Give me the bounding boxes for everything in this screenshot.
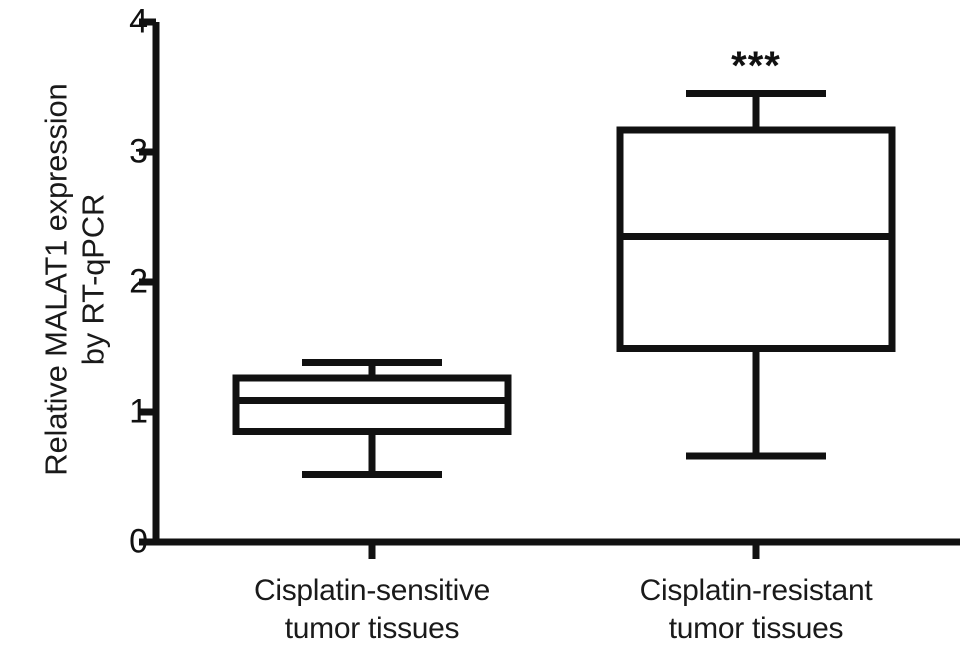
significance-marker-resistant: *** [731,43,781,88]
x-axis-label-sensitive-line-1: Cisplatin-sensitive [253,574,491,607]
box-0 [232,374,512,436]
y-tick-label-1: 1 [129,392,148,431]
x-axis-label-sensitive-line-2: tumor tissues [284,611,460,645]
y-tick-label-2: 2 [129,262,148,301]
x-axis-label-cisplatin-sensitive: Cisplatin-sensitive tumor tissues [172,572,572,647]
y-tick-label-3: 3 [129,132,148,171]
x-axis-label-cisplatin-resistant: Cisplatin-resistant tumor tissues [556,572,956,647]
y-tick-label-0: 0 [129,522,148,561]
x-axis-label-resistant-line-1: Cisplatin-resistant [639,574,873,607]
y-tick-label-4: 4 [129,2,148,41]
x-axis-label-resistant-line-2: tumor tissues [668,611,844,645]
y-axis-tick-labels: 4 3 2 1 0 [108,0,148,661]
